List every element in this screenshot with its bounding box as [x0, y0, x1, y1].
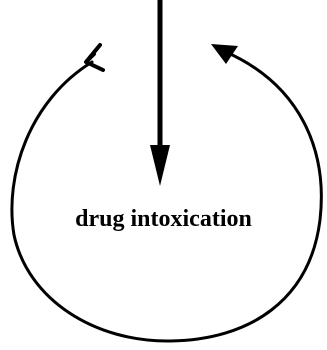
center-label: drug intoxication — [75, 206, 252, 232]
cycle-loop-arc — [10, 50, 323, 343]
cycle-left-arrowhead-icon — [84, 43, 105, 72]
input-arrow — [150, 0, 170, 186]
input-arrow-head-icon — [150, 145, 170, 186]
cycle-loop — [10, 43, 323, 343]
cycle-right-arrowhead-icon — [211, 44, 238, 64]
